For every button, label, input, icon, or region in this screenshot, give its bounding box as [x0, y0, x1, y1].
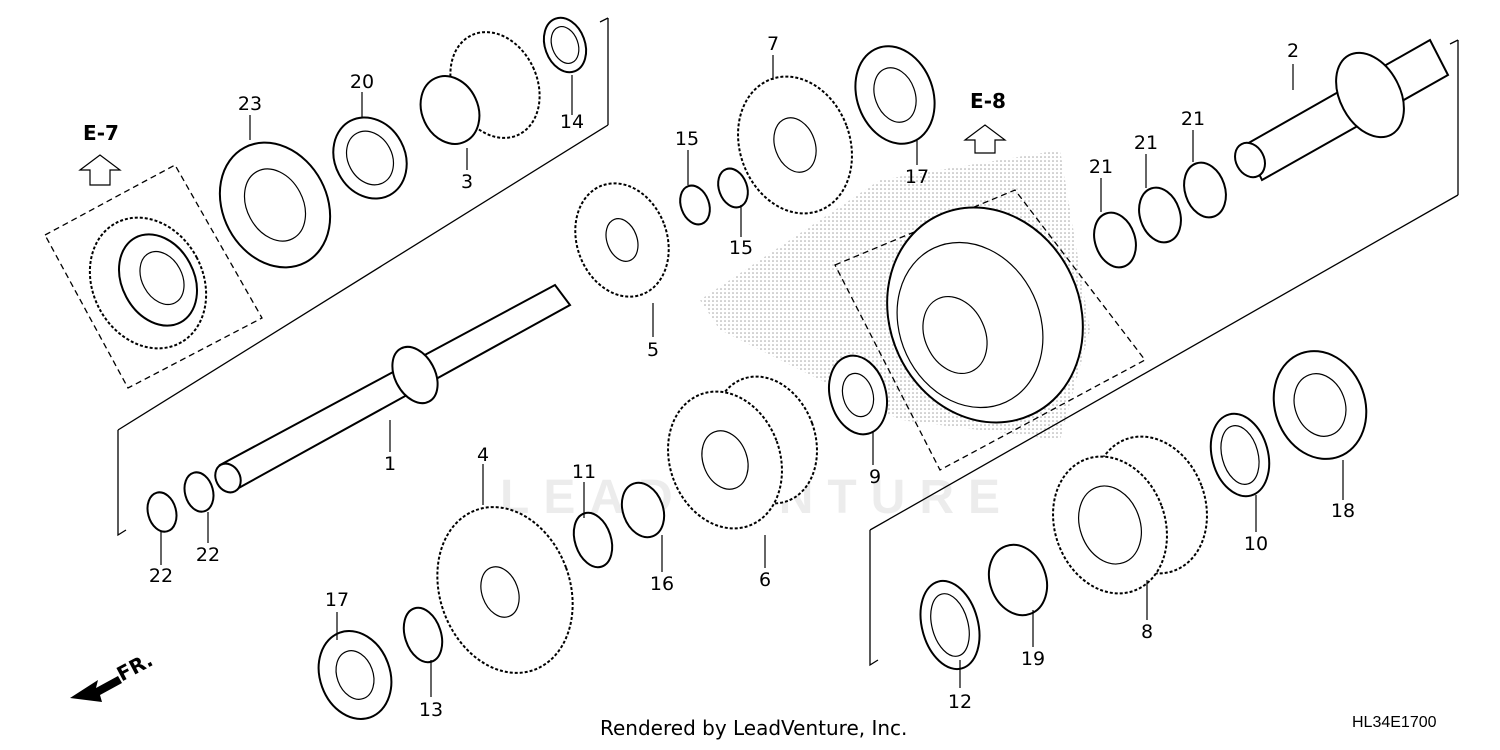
callout-21a: 21 — [1089, 156, 1113, 178]
clip-15a — [679, 184, 711, 226]
callout-10: 10 — [1244, 533, 1268, 555]
callout-22a: 22 — [149, 565, 173, 587]
e7-assembly-box — [44, 164, 263, 389]
gear-7 — [737, 75, 853, 215]
ring-22a — [146, 491, 178, 533]
callout-11: 11 — [572, 461, 596, 483]
gear-6 — [667, 375, 818, 530]
callout-12: 12 — [948, 691, 972, 713]
callout-9: 9 — [869, 466, 881, 488]
callout-20: 20 — [350, 71, 374, 93]
gear-5 — [574, 182, 670, 298]
callout-15b: 15 — [729, 237, 753, 259]
gear-4 — [436, 506, 574, 674]
assembly-frame-left — [117, 17, 609, 537]
gear-8 — [1052, 435, 1208, 595]
callout-8: 8 — [1141, 621, 1153, 643]
ring-21c — [1183, 161, 1227, 219]
ring-21b — [1138, 186, 1182, 244]
callout-19: 19 — [1021, 648, 1045, 670]
callout-18: 18 — [1331, 500, 1355, 522]
ring-21a — [1093, 211, 1137, 269]
needle-bearing-19 — [987, 543, 1049, 617]
front-arrow: FR. — [70, 648, 157, 702]
svg-text:E-7: E-7 — [83, 121, 119, 145]
shaft-2 — [1234, 38, 1450, 182]
gear-3 — [419, 31, 541, 145]
callout-labels: 1 2 3 4 5 6 7 8 9 10 11 12 13 14 15 15 1… — [149, 33, 1355, 721]
callout-3: 3 — [461, 171, 473, 193]
callout-22b: 22 — [196, 544, 220, 566]
callout-13: 13 — [419, 699, 443, 721]
callout-15a: 15 — [675, 128, 699, 150]
washer-11 — [572, 511, 614, 569]
bearing-17a — [854, 45, 936, 145]
clip-15b — [717, 167, 749, 209]
callout-16: 16 — [650, 573, 674, 595]
callout-21b: 21 — [1134, 132, 1158, 154]
assembly-frame-right — [869, 39, 1459, 667]
callout-5: 5 — [647, 339, 659, 361]
callout-21c: 21 — [1181, 108, 1205, 130]
washer-10 — [1209, 412, 1271, 498]
washer-14 — [542, 16, 588, 74]
callout-14: 14 — [560, 111, 584, 133]
svg-text:E-8: E-8 — [970, 89, 1006, 113]
callout-17b: 17 — [325, 589, 349, 611]
callout-1: 1 — [384, 453, 396, 475]
credit-text: Rendered by LeadVenture, Inc. — [600, 716, 908, 740]
leader-lines — [160, 55, 1344, 697]
callout-4: 4 — [477, 444, 489, 466]
callout-6: 6 — [759, 569, 771, 591]
callout-17a: 17 — [905, 166, 929, 188]
shaft-1 — [214, 283, 572, 494]
e7-ref-arrow: E-7 — [78, 121, 122, 186]
callout-23: 23 — [238, 93, 262, 115]
callout-7: 7 — [767, 33, 779, 55]
needle-bearing-16 — [620, 481, 666, 539]
needle-bearing-20 — [332, 116, 408, 200]
bearing-23 — [218, 141, 332, 269]
e8-assembly-box — [834, 189, 1146, 471]
bearing-18 — [1272, 350, 1368, 460]
washer-13 — [402, 606, 444, 664]
washer-12 — [919, 579, 981, 671]
e8-ref-arrow: E-8 — [963, 89, 1007, 154]
diagram-code: HL34E1700 — [1352, 714, 1437, 731]
ring-22b — [183, 471, 215, 513]
bearing-17b — [317, 630, 393, 720]
tab-washer-9 — [828, 354, 888, 436]
callout-2: 2 — [1287, 40, 1299, 62]
